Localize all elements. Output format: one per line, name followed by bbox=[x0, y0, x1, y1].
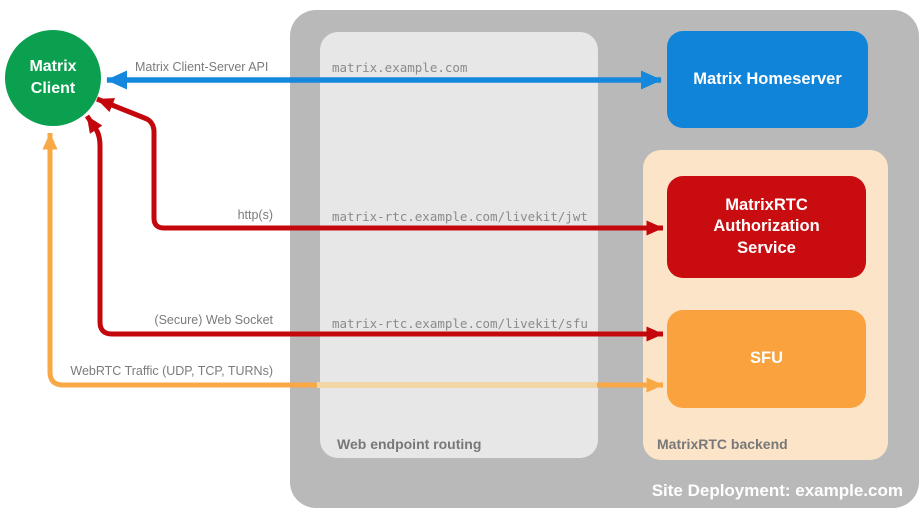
matrix-homeserver-label: Matrix Homeserver bbox=[693, 69, 842, 88]
matrixrtc-backend-label: MatrixRTC backend bbox=[657, 436, 788, 452]
client-server-api-label: Matrix Client-Server API bbox=[135, 60, 269, 74]
matrix-homeserver-node: Matrix Homeserver bbox=[667, 31, 868, 128]
websocket-label: (Secure) Web Socket bbox=[154, 313, 273, 327]
endpoint-livekit-sfu: matrix-rtc.example.com/livekit/sfu bbox=[332, 316, 588, 331]
site-deployment-label: Site Deployment: example.com bbox=[651, 481, 903, 500]
matrix-client-label: Matrix Client bbox=[29, 58, 77, 97]
matrix-client-node: Matrix Client bbox=[5, 30, 101, 126]
endpoint-matrix-example-com: matrix.example.com bbox=[332, 60, 468, 75]
endpoint-livekit-jwt: matrix-rtc.example.com/livekit/jwt bbox=[332, 209, 588, 224]
matrixrtc-authorization-service-label: MatrixRTC Authorization Service bbox=[713, 195, 820, 257]
sfu-node: SFU bbox=[667, 310, 866, 408]
matrixrtc-authorization-service-node: MatrixRTC Authorization Service bbox=[667, 176, 866, 278]
https-label: http(s) bbox=[237, 208, 273, 222]
web-endpoint-routing-panel bbox=[320, 32, 598, 458]
sfu-label: SFU bbox=[750, 349, 783, 368]
web-endpoint-routing-label: Web endpoint routing bbox=[337, 436, 482, 452]
webrtc-traffic-label: WebRTC Traffic (UDP, TCP, TURNs) bbox=[70, 364, 273, 378]
